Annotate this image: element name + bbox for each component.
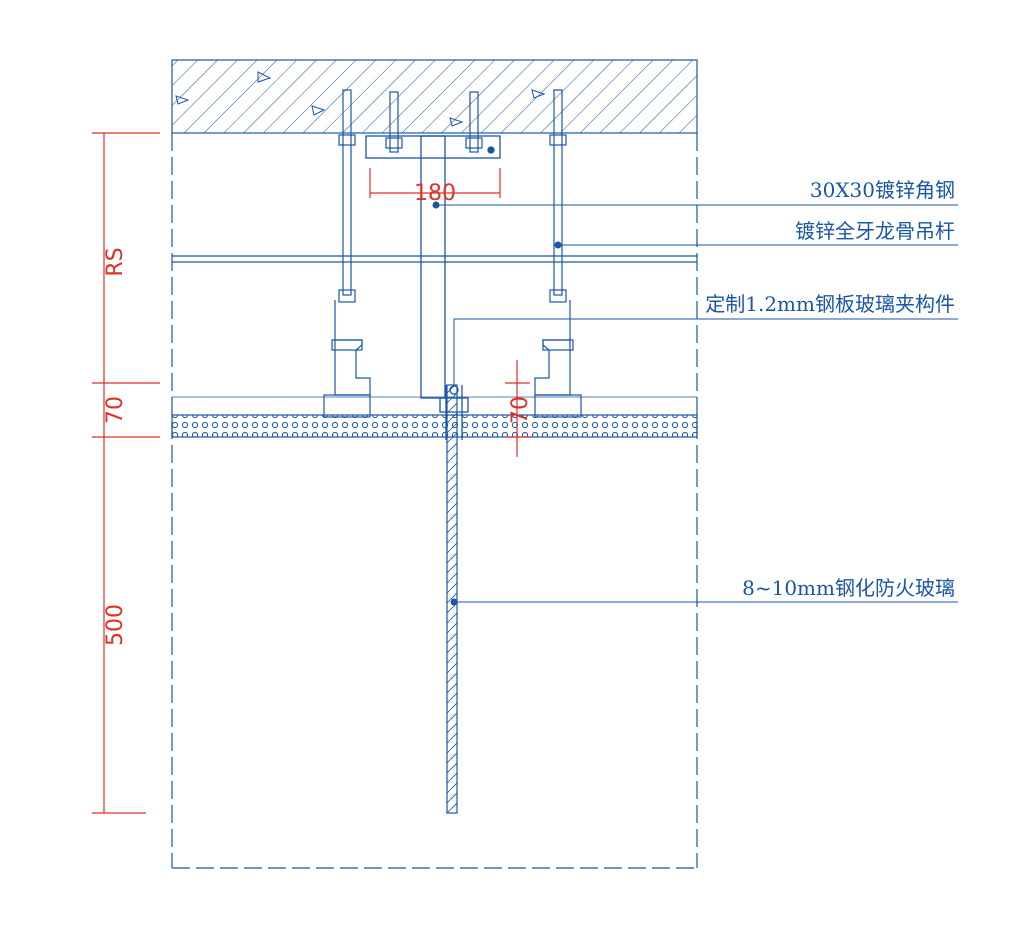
label-glass-clamp: 定制1.2mm钢板玻璃夹构件 — [705, 292, 955, 316]
fire-glass-panel — [446, 384, 458, 814]
leader-lines — [432, 201, 958, 606]
label-angle-steel: 30X30镀锌角钢 — [810, 178, 955, 202]
dim-500: 500 — [103, 604, 128, 646]
label-fire-glass: 8~10mm钢化防火玻璃 — [742, 576, 955, 600]
dim-70-inner: 70 — [508, 396, 533, 424]
label-hanger-rod: 镀锌全牙龙骨吊杆 — [795, 219, 955, 243]
angle-steel-bracket — [365, 135, 501, 399]
dim-rs: RS — [103, 247, 128, 276]
hanger-rods — [338, 89, 567, 296]
break-line — [172, 255, 697, 263]
channel-hanger-left — [323, 289, 371, 418]
channel-hanger-right — [534, 289, 582, 418]
dim-70-left: 70 — [103, 396, 128, 424]
ceiling-board — [171, 396, 698, 438]
dim-180: 180 — [414, 181, 456, 206]
section-outline — [171, 133, 698, 869]
concrete-slab — [171, 59, 698, 134]
dimension-lines — [92, 132, 530, 814]
